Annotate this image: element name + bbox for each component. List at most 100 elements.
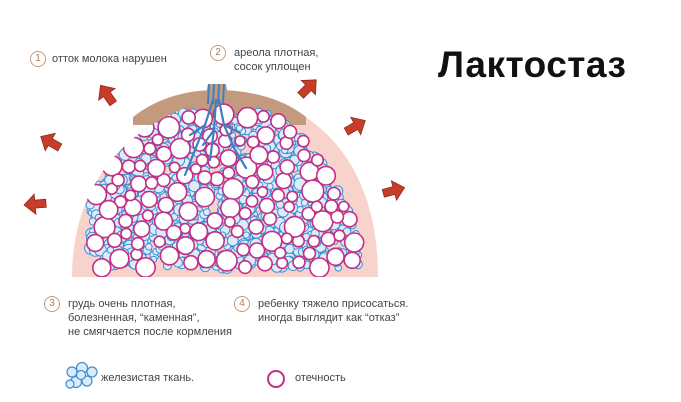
gland-lobule — [75, 369, 87, 381]
note-3-badge: 3 — [44, 296, 60, 312]
edema-circle — [245, 194, 259, 208]
edema-circle — [258, 197, 276, 215]
edema-circle — [120, 227, 133, 240]
edema-circle — [275, 172, 293, 190]
edema-circle — [123, 198, 143, 217]
edema-circle — [310, 200, 323, 213]
edema-circle — [180, 127, 196, 143]
edema-circle — [153, 211, 174, 231]
edema-circle — [274, 246, 287, 260]
edema-circle — [280, 232, 294, 245]
edema-circle — [133, 159, 147, 173]
edema-circle — [286, 190, 299, 203]
edema-circle — [301, 206, 316, 221]
edema-circle — [85, 183, 108, 206]
outward-arrow-icon — [98, 84, 117, 107]
edema-circle — [176, 236, 196, 256]
edema-circle — [98, 199, 119, 220]
nipple — [205, 83, 229, 105]
edema-circle — [326, 186, 341, 201]
gland-lobule — [106, 246, 115, 254]
edema-circle — [215, 249, 238, 272]
edema-circle — [262, 211, 278, 227]
edema-circle — [326, 247, 345, 267]
edema-circle — [341, 210, 358, 228]
note-2-badge: 2 — [210, 45, 226, 61]
edema-circle — [130, 175, 148, 193]
edema-circle — [279, 159, 296, 175]
edema-circle-icon — [267, 370, 285, 388]
outward-arrow-icon — [381, 180, 406, 202]
edema-circle — [205, 230, 226, 251]
edema-circle — [238, 260, 253, 275]
edema-circle — [343, 232, 365, 253]
note-2-text: ареола плотная, сосок уплощен — [234, 47, 319, 73]
milk-duct — [217, 98, 248, 170]
edema-circle — [135, 256, 157, 277]
arrows-group — [23, 79, 406, 216]
edema-circle — [275, 256, 289, 270]
edema-circle — [183, 254, 199, 271]
gland-lobule — [235, 124, 243, 132]
edema-circle — [113, 195, 127, 209]
edema-circle — [324, 199, 339, 214]
edema-circle — [271, 188, 286, 203]
edema-circle — [143, 142, 157, 156]
edema-circle — [111, 173, 125, 187]
edema-circle — [266, 150, 281, 164]
legend-gland-label: железистая ткань. — [101, 372, 195, 384]
outward-arrow-icon — [297, 79, 317, 99]
edema-circle — [168, 161, 181, 174]
edema-circle — [333, 229, 346, 242]
gland-lobule — [284, 243, 295, 254]
gland-lobule — [188, 180, 201, 193]
edema-circle — [219, 149, 238, 168]
edema-circle — [236, 242, 251, 257]
edema-circle — [245, 174, 260, 190]
edema-circle — [270, 112, 287, 130]
edema-circle — [197, 249, 216, 269]
edema-circle — [256, 255, 273, 272]
note-3-text: грудь очень плотная, болезненная, “камен… — [68, 298, 232, 338]
edema-circle — [283, 200, 296, 213]
edema-circle — [109, 248, 130, 269]
edema-circle — [248, 218, 265, 235]
note-4-text: ребенку тяжело присосаться. иногда выгля… — [258, 298, 409, 324]
edema-circle — [133, 220, 151, 238]
edema-circle — [144, 176, 159, 190]
edema-circle — [181, 110, 196, 125]
edema-circle — [106, 232, 123, 249]
edema-circle — [157, 115, 181, 139]
edema-circle — [330, 209, 345, 224]
note-1-text: отток молока нарушен — [52, 53, 167, 65]
edema-circle — [140, 190, 158, 209]
page-title: Лактостаз — [438, 44, 627, 85]
edema-circle — [256, 126, 276, 145]
edema-circle — [256, 109, 270, 123]
edema-circle — [92, 257, 112, 277]
edema-circle — [234, 135, 246, 147]
edema-circle — [230, 224, 245, 239]
gland-lobule — [266, 182, 274, 191]
milk-duct — [222, 123, 242, 135]
edema-circles — [85, 103, 365, 277]
edema-circle — [256, 185, 269, 198]
edema-circle — [221, 177, 245, 201]
gland-lobule — [65, 379, 75, 389]
gland-lobule — [300, 199, 309, 207]
edema-circle — [248, 242, 266, 259]
edema-circle — [155, 145, 173, 163]
gland-cluster-icon — [65, 361, 98, 389]
edema-circle — [256, 163, 274, 181]
milk-ducts — [183, 98, 248, 177]
milk-duct — [183, 98, 215, 177]
milk-duct — [188, 123, 207, 137]
edema-circle — [189, 222, 209, 242]
gland-lobule — [202, 208, 211, 217]
edema-circle — [283, 215, 306, 238]
nipple-duct — [207, 83, 210, 105]
edema-circle — [308, 257, 330, 277]
edema-circle — [223, 215, 236, 228]
note-1-badge: 1 — [30, 51, 46, 67]
